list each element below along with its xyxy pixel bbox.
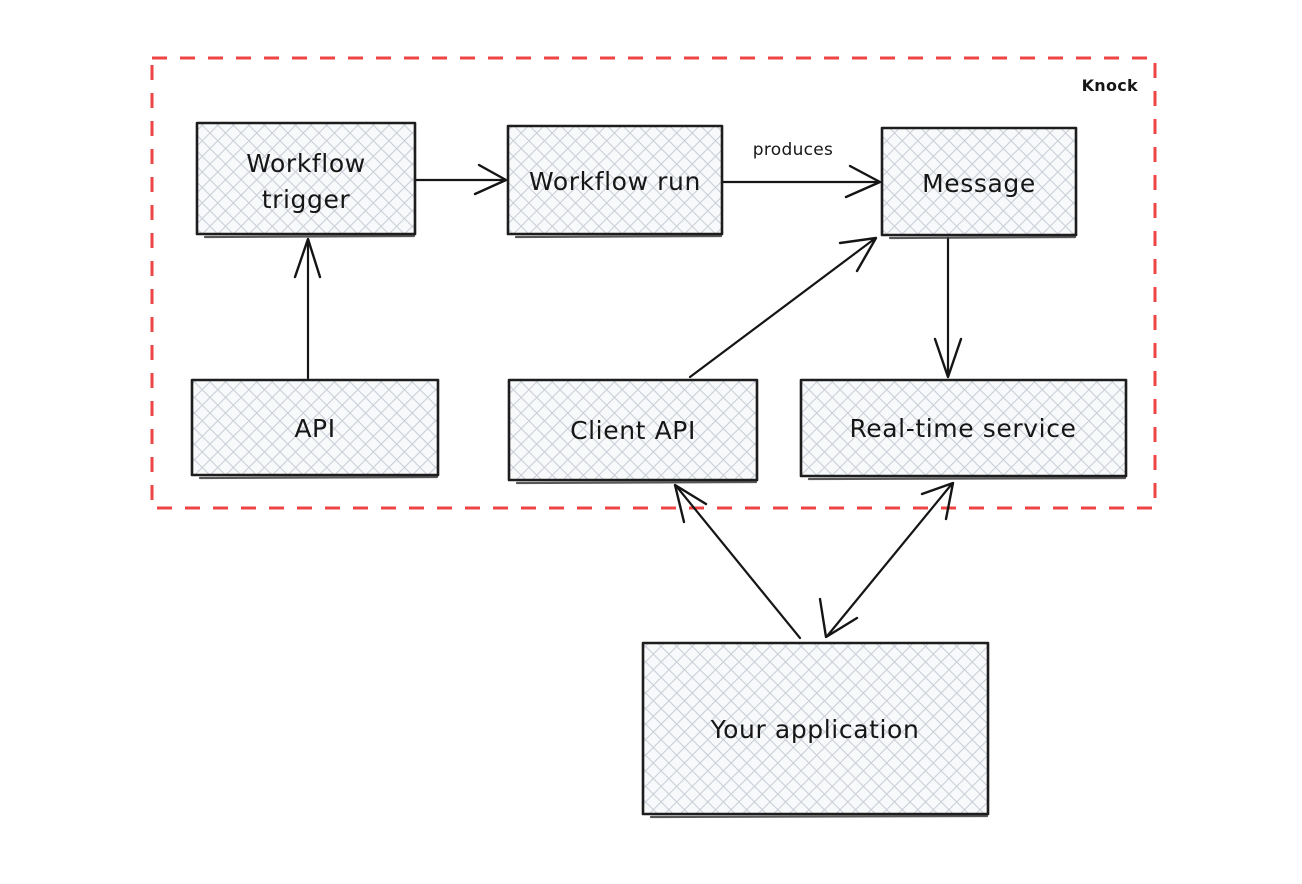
node-real-time-service[interactable]: Real-time service <box>799 378 1128 481</box>
node-label: Workflow run <box>529 167 701 196</box>
node-label: Real-time service <box>849 414 1076 443</box>
node-api[interactable]: API <box>190 378 440 480</box>
node-shadow <box>888 235 1077 240</box>
node-shadow <box>514 234 723 239</box>
node-rect <box>799 378 1128 478</box>
node-shadow <box>198 475 439 480</box>
edge-real-time-service-to-your-application <box>818 481 955 639</box>
node-label-line-2: trigger <box>262 185 351 214</box>
node-label: Your application <box>710 715 920 744</box>
arrow-head-end <box>844 164 882 199</box>
node-rect <box>880 126 1078 237</box>
edge-label-produces: produces <box>753 140 833 160</box>
edge-your-application-to-client-api <box>673 483 802 640</box>
edge-message-to-real-time-service <box>933 236 963 379</box>
node-your-application[interactable]: Your application <box>641 641 990 819</box>
arrow-head-end <box>933 337 963 379</box>
node-rect <box>190 378 440 477</box>
node-workflow-run[interactable]: Workflow run <box>506 124 724 239</box>
node-message[interactable]: Message <box>880 126 1078 240</box>
node-rect <box>195 121 417 236</box>
edge-trigger-to-run <box>413 163 508 196</box>
node-label: API <box>294 414 335 443</box>
node-shadow <box>203 234 416 239</box>
edge-line <box>826 483 953 637</box>
edge-client-api-to-message <box>688 236 878 379</box>
arrow-head-start <box>920 481 955 521</box>
arrow-head-end <box>293 237 322 279</box>
edge-line <box>688 238 875 379</box>
node-client-api[interactable]: Client API <box>507 378 759 485</box>
node-label: Client API <box>570 416 696 445</box>
group-label-knock: Knock <box>1082 76 1138 95</box>
node-shadow <box>515 480 758 485</box>
node-label: Message <box>922 169 1036 198</box>
knock-group-boundary: Knock <box>150 56 1157 510</box>
node-rect <box>641 641 990 816</box>
arrow-head-end <box>673 483 708 524</box>
edge-layer: produces <box>293 140 963 640</box>
node-workflow-trigger[interactable]: Workflow trigger <box>195 121 417 239</box>
node-label-line-1: Workflow <box>246 149 366 178</box>
node-rect <box>507 378 759 482</box>
node-shadow <box>807 476 1127 481</box>
node-shadow <box>649 814 989 819</box>
node-layer: Workflow trigger Workflow run Message AP… <box>190 121 1128 819</box>
edge-line <box>675 485 802 640</box>
arrow-head-end <box>473 163 508 196</box>
edge-api-to-trigger <box>293 237 322 380</box>
node-rect <box>506 124 724 236</box>
edge-run-to-message: produces <box>721 140 882 199</box>
arrow-head-end <box>818 597 859 639</box>
arrow-head-end <box>838 236 878 273</box>
